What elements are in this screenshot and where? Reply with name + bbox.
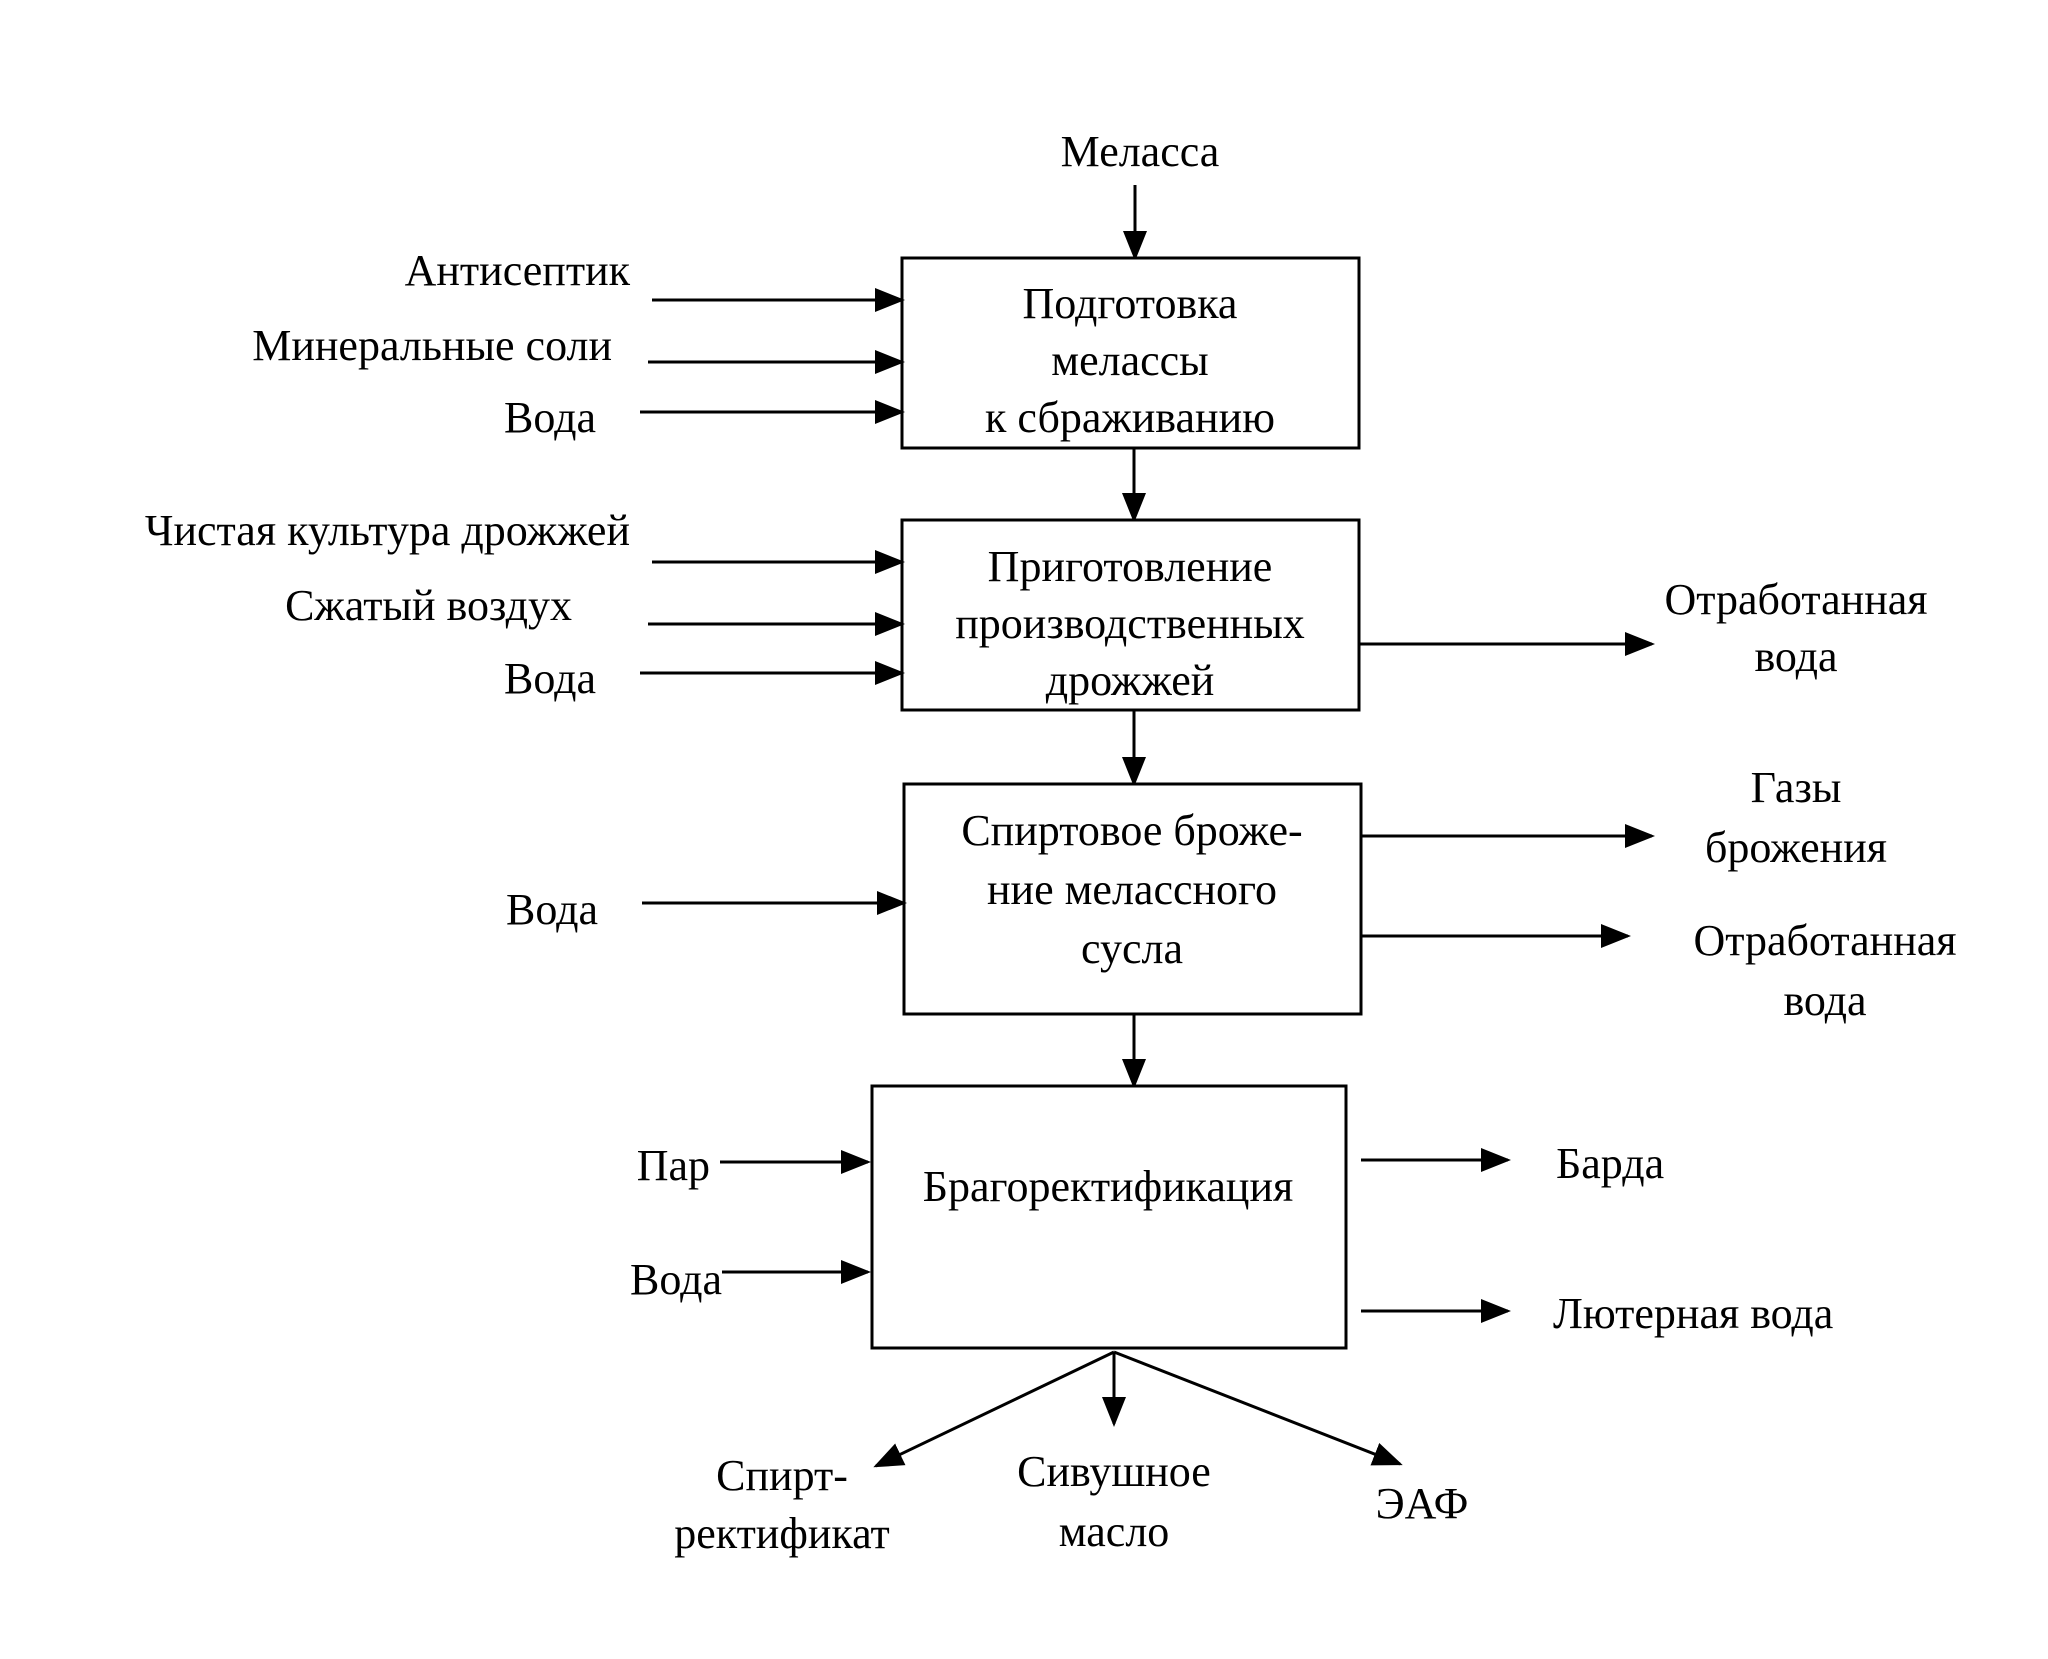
output-waste-water-1-line2: вода (1754, 632, 1837, 681)
block2-line1: Приготовление (988, 542, 1273, 591)
block3-line2: ние мелассного (987, 865, 1277, 914)
block2-line3: дрожжей (1046, 656, 1215, 705)
output-fusel-oil-line1: Сивушное (1017, 1447, 1211, 1496)
input-mineral-salts: Минеральные соли (252, 321, 612, 370)
output-rectified-spirit-line2: ректификат (674, 1509, 890, 1558)
arrow-rectified-spirit (873, 1350, 1115, 1468)
block1-line1: Подготовка (1023, 279, 1238, 328)
input-pure-yeast-culture: Чистая культура дрожжей (145, 506, 630, 555)
input-steam: Пар (637, 1141, 710, 1190)
input-water-2: Вода (504, 654, 596, 703)
output-fermentation-gases-line2: брожения (1705, 823, 1887, 872)
block1-line3: к сбраживанию (985, 393, 1275, 442)
output-fermentation-gases-line1: Газы (1751, 763, 1842, 812)
output-fusel-oil-line2: масло (1059, 1507, 1170, 1556)
block2-line2: производственных (955, 599, 1305, 648)
input-compressed-air: Сжатый воздух (285, 581, 572, 630)
output-waste-water-1-line1: Отработанная (1664, 575, 1927, 624)
input-antiseptic: Антисептик (405, 246, 631, 295)
block4-line1: Брагоректификация (923, 1162, 1293, 1211)
input-water-4: Вода (630, 1255, 722, 1304)
output-stillage: Барда (1556, 1139, 1664, 1188)
output-waste-water-2-line2: вода (1783, 976, 1866, 1025)
input-water-3: Вода (506, 885, 598, 934)
arrow-head-fraction (1113, 1350, 1403, 1466)
block3-line1: Спиртовое броже- (961, 806, 1302, 855)
block-molasses-preparation (900, 256, 1361, 450)
output-rectified-spirit-line1: Спирт- (716, 1451, 848, 1500)
block1-line2: мелассы (1051, 336, 1208, 385)
input-molasses: Меласса (1061, 127, 1220, 176)
block3-line3: сусла (1081, 924, 1183, 973)
output-head-fraction: ЭАФ (1376, 1479, 1469, 1528)
output-waste-water-2-line1: Отработанная (1693, 916, 1956, 965)
output-lutter-water: Лютерная вода (1553, 1289, 1833, 1338)
block-mash-rectification (870, 1084, 1348, 1350)
input-water-1: Вода (504, 393, 596, 442)
